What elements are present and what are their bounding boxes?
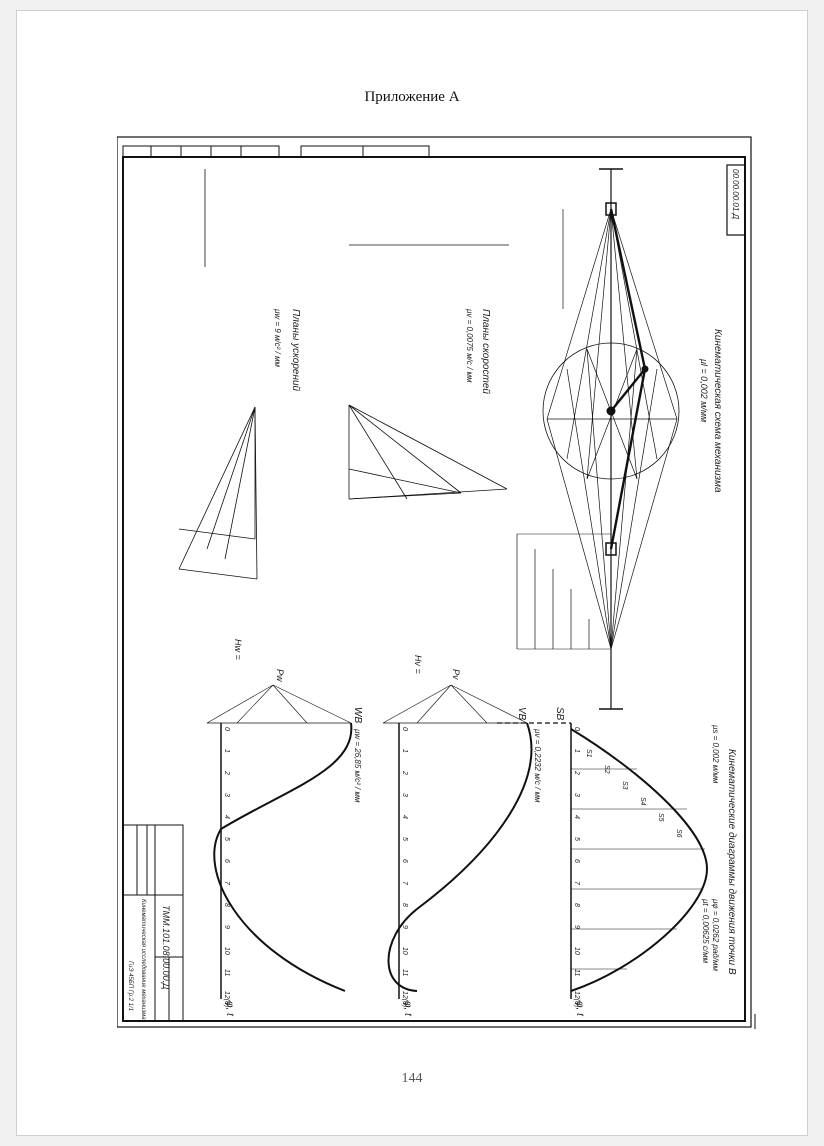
displacement-diagram [570, 723, 709, 999]
tick-label-vel-2: 2 [401, 770, 408, 775]
inner-frame [122, 156, 746, 1022]
tick-label-vel-7: 7 [401, 881, 408, 886]
acceleration-scale: μw = 26,85 м/с² / мм [353, 728, 362, 803]
acceleration-h: Hw = [233, 639, 243, 660]
tick-label-disp-10: 10 [573, 947, 580, 955]
acceleration-plan [178, 169, 258, 580]
engineering-drawing: 00.00.00.01.Д ТММ.101.08.00.00.Д Кинемат… [117, 136, 756, 1029]
tick-label-disp-7: 7 [573, 881, 580, 886]
stamp-title: Кинематическая исследование механизма [140, 899, 146, 1020]
tick-label-vel-12: 12(0) [401, 991, 408, 1007]
outer-frame [117, 136, 752, 1028]
series-label-0: S1 [585, 749, 592, 758]
tick-label-acc-10: 10 [223, 947, 230, 955]
tick-label-vel-6: 6 [401, 859, 408, 863]
tick-label-acc-12: 12(0) [223, 991, 230, 1007]
tick-label-acc-2: 2 [223, 770, 230, 775]
tick-label-disp-6: 6 [573, 859, 580, 863]
tick-label-vel-4: 4 [401, 815, 408, 819]
tick-label-acc-6: 6 [223, 859, 230, 863]
stamp-code: ТММ.101.08.00.00.Д [161, 905, 171, 990]
page-heading: Приложение А [364, 89, 460, 105]
displacement-scale: μs = 0,002 м/мм [711, 724, 720, 784]
tick-label-disp-4: 4 [573, 815, 580, 819]
tick-label-acc-5: 5 [223, 837, 230, 841]
velocity-h: Hv = [413, 655, 423, 674]
tick-label-acc-0: 0 [223, 727, 230, 731]
tick-label-vel-0: 0 [401, 727, 408, 731]
series-label-3: S4 [639, 797, 646, 806]
tick-label-acc-3: 3 [223, 793, 230, 797]
page-number: 144 [401, 1071, 423, 1086]
tick-label-disp-3: 3 [573, 793, 580, 797]
tick-label-vel-3: 3 [401, 793, 408, 797]
acceleration-diagram [206, 684, 353, 999]
velocity-pole: Pv [451, 669, 461, 680]
series-label-5: S6 [675, 829, 682, 838]
mechanism-scale: μl = 0,002 м/мм [699, 358, 709, 422]
series-label-4: S5 [657, 813, 664, 822]
tick-label-acc-4: 4 [223, 815, 230, 819]
velocity-plan-title: Планы скоростей [480, 309, 491, 394]
acceleration-plan-title: Планы ускорений [290, 309, 301, 392]
tick-label-acc-8: 8 [223, 903, 230, 907]
tick-label-disp-8: 8 [573, 903, 580, 907]
tick-label-disp-11: 11 [573, 969, 580, 976]
series-label-1: S2 [603, 765, 610, 774]
tick-label-disp-12: 12(0) [573, 991, 580, 1007]
mechanism-scheme [516, 168, 680, 710]
series-label-2: S3 [621, 781, 628, 790]
phi-axis-3: φ, t [224, 1001, 235, 1017]
tick-label-acc-1: 1 [223, 749, 230, 753]
displacement-axis: SB [554, 707, 565, 721]
acceleration-axis: WB [352, 707, 363, 723]
stamp-group: ГиЭ 45БП Гр.2 1/1 [127, 961, 133, 1011]
top-table [122, 145, 430, 158]
tick-label-disp-0: 0 [573, 727, 580, 731]
velocity-plan-scale: μv = 0,0075 м/с / мм [465, 308, 474, 383]
corner-tag: 00.00.00.01.Д [731, 169, 740, 219]
document-page: Приложение А 00.00.00.01.Д ТММ.101.08.00 [16, 10, 808, 1136]
tick-label-vel-8: 8 [401, 903, 408, 907]
acceleration-plan-scale: μw = 9 м/с² / мм [273, 308, 282, 367]
tick-label-disp-9: 9 [573, 925, 580, 929]
time-scale-2: μt = 0,00625 с/мм [701, 898, 710, 964]
acceleration-pole: Pw [275, 669, 285, 682]
tick-label-disp-1: 1 [573, 749, 580, 753]
tick-label-vel-1: 1 [401, 749, 408, 753]
tick-label-acc-7: 7 [223, 881, 230, 886]
tick-label-disp-2: 2 [573, 770, 580, 775]
tick-label-vel-5: 5 [401, 837, 408, 841]
phi-axis-2: φ, t [402, 1001, 413, 1017]
tick-label-vel-9: 9 [401, 925, 408, 929]
tick-label-disp-5: 5 [573, 837, 580, 841]
time-scale-1: μφ = 0,0262 рад/мм [711, 898, 720, 971]
title-block [122, 824, 184, 1022]
mechanism-title: Кинематическая схема механизма [712, 329, 723, 493]
tick-label-vel-10: 10 [401, 947, 408, 955]
velocity-diagram [382, 684, 571, 999]
velocity-scale: μv = 0,2232 м/с / мм [533, 728, 542, 803]
tick-label-vel-11: 11 [401, 969, 408, 976]
velocity-axis: VB [516, 707, 527, 721]
phi-axis-1: φ, t [574, 1001, 585, 1017]
tick-label-acc-9: 9 [223, 925, 230, 929]
velocity-plan [348, 244, 509, 500]
tick-label-acc-11: 11 [223, 969, 230, 976]
diagrams-title: Кинематические диаграммы движения точки … [726, 749, 737, 975]
